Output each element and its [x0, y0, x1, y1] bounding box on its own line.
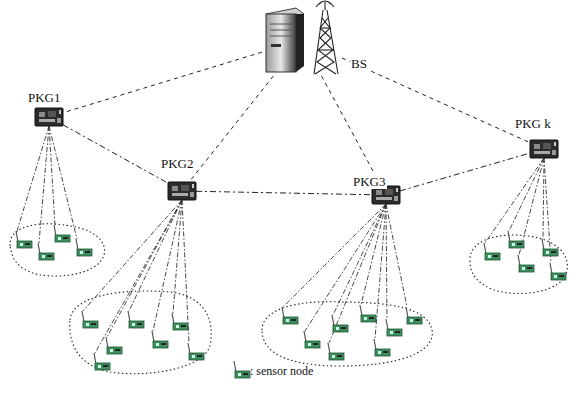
sensor-link — [83, 200, 182, 311]
sensor-node — [94, 353, 110, 370]
sensor-node — [328, 343, 344, 360]
sensor-link — [49, 126, 77, 239]
server — [266, 8, 304, 72]
sensor-link — [283, 204, 386, 307]
sensor-link — [39, 126, 49, 243]
sensor-node — [542, 239, 558, 256]
node-label: PKG1 — [27, 90, 62, 105]
sensor-link — [544, 158, 551, 263]
sensor-link — [95, 200, 182, 353]
sensor-node — [406, 307, 422, 324]
sensor-link — [485, 158, 544, 243]
sensor-node — [152, 331, 168, 348]
sensor-link — [182, 200, 189, 343]
sensor-node — [282, 307, 298, 324]
sensor-node — [128, 311, 144, 328]
base-station: BS — [262, 4, 342, 76]
link-line — [189, 76, 273, 182]
sensor-link — [49, 126, 55, 225]
legend-text: : sensor node — [250, 364, 313, 378]
link-line — [63, 52, 262, 113]
sensor-node — [332, 315, 348, 332]
link-line — [342, 58, 530, 143]
pkg-device: PKG k — [530, 140, 558, 158]
antenna-tower — [314, 1, 338, 74]
sensor-node — [374, 339, 390, 356]
sensor-link — [519, 158, 544, 255]
sensor-link — [305, 204, 386, 331]
node-label: BS — [350, 56, 368, 71]
node-label: PKG3 — [352, 174, 387, 189]
sensor-link — [361, 204, 386, 305]
sensor-node — [106, 337, 122, 354]
link-line — [322, 76, 382, 186]
sensor-node — [518, 255, 534, 272]
sensor-node — [188, 343, 204, 360]
sensor-node — [304, 331, 320, 348]
sensor-link — [329, 204, 386, 343]
sensor-node — [76, 239, 92, 256]
cluster-outline — [262, 302, 432, 366]
sensor-link — [173, 200, 182, 313]
sensor-node — [172, 313, 188, 330]
sensor-node — [550, 263, 566, 280]
sensor-node — [16, 231, 32, 248]
sensor-node — [82, 311, 98, 328]
node-label: PKG2 — [160, 156, 195, 171]
sensor-link — [153, 200, 182, 331]
sensor-link — [543, 158, 544, 239]
node-label: PKG k — [514, 116, 552, 131]
sensor-link — [386, 204, 407, 307]
pkg-device: PKG3 — [372, 186, 400, 204]
sensor-node — [386, 319, 402, 336]
sensor-link — [386, 204, 387, 319]
cluster-outline — [70, 291, 211, 374]
sensor-node — [508, 231, 524, 248]
sensor-link — [375, 204, 386, 339]
pkg-device: PKG2 — [168, 182, 196, 200]
link-line — [400, 153, 530, 191]
cluster-outline — [10, 224, 105, 276]
link-line — [63, 125, 168, 183]
link-line — [196, 191, 372, 194]
sensor-node — [38, 243, 54, 260]
sensor-node — [54, 225, 70, 242]
pkg-device: PKG1 — [35, 108, 63, 126]
sensor-node — [360, 305, 376, 322]
sensor-node — [484, 243, 500, 260]
sensor-link — [509, 158, 544, 231]
